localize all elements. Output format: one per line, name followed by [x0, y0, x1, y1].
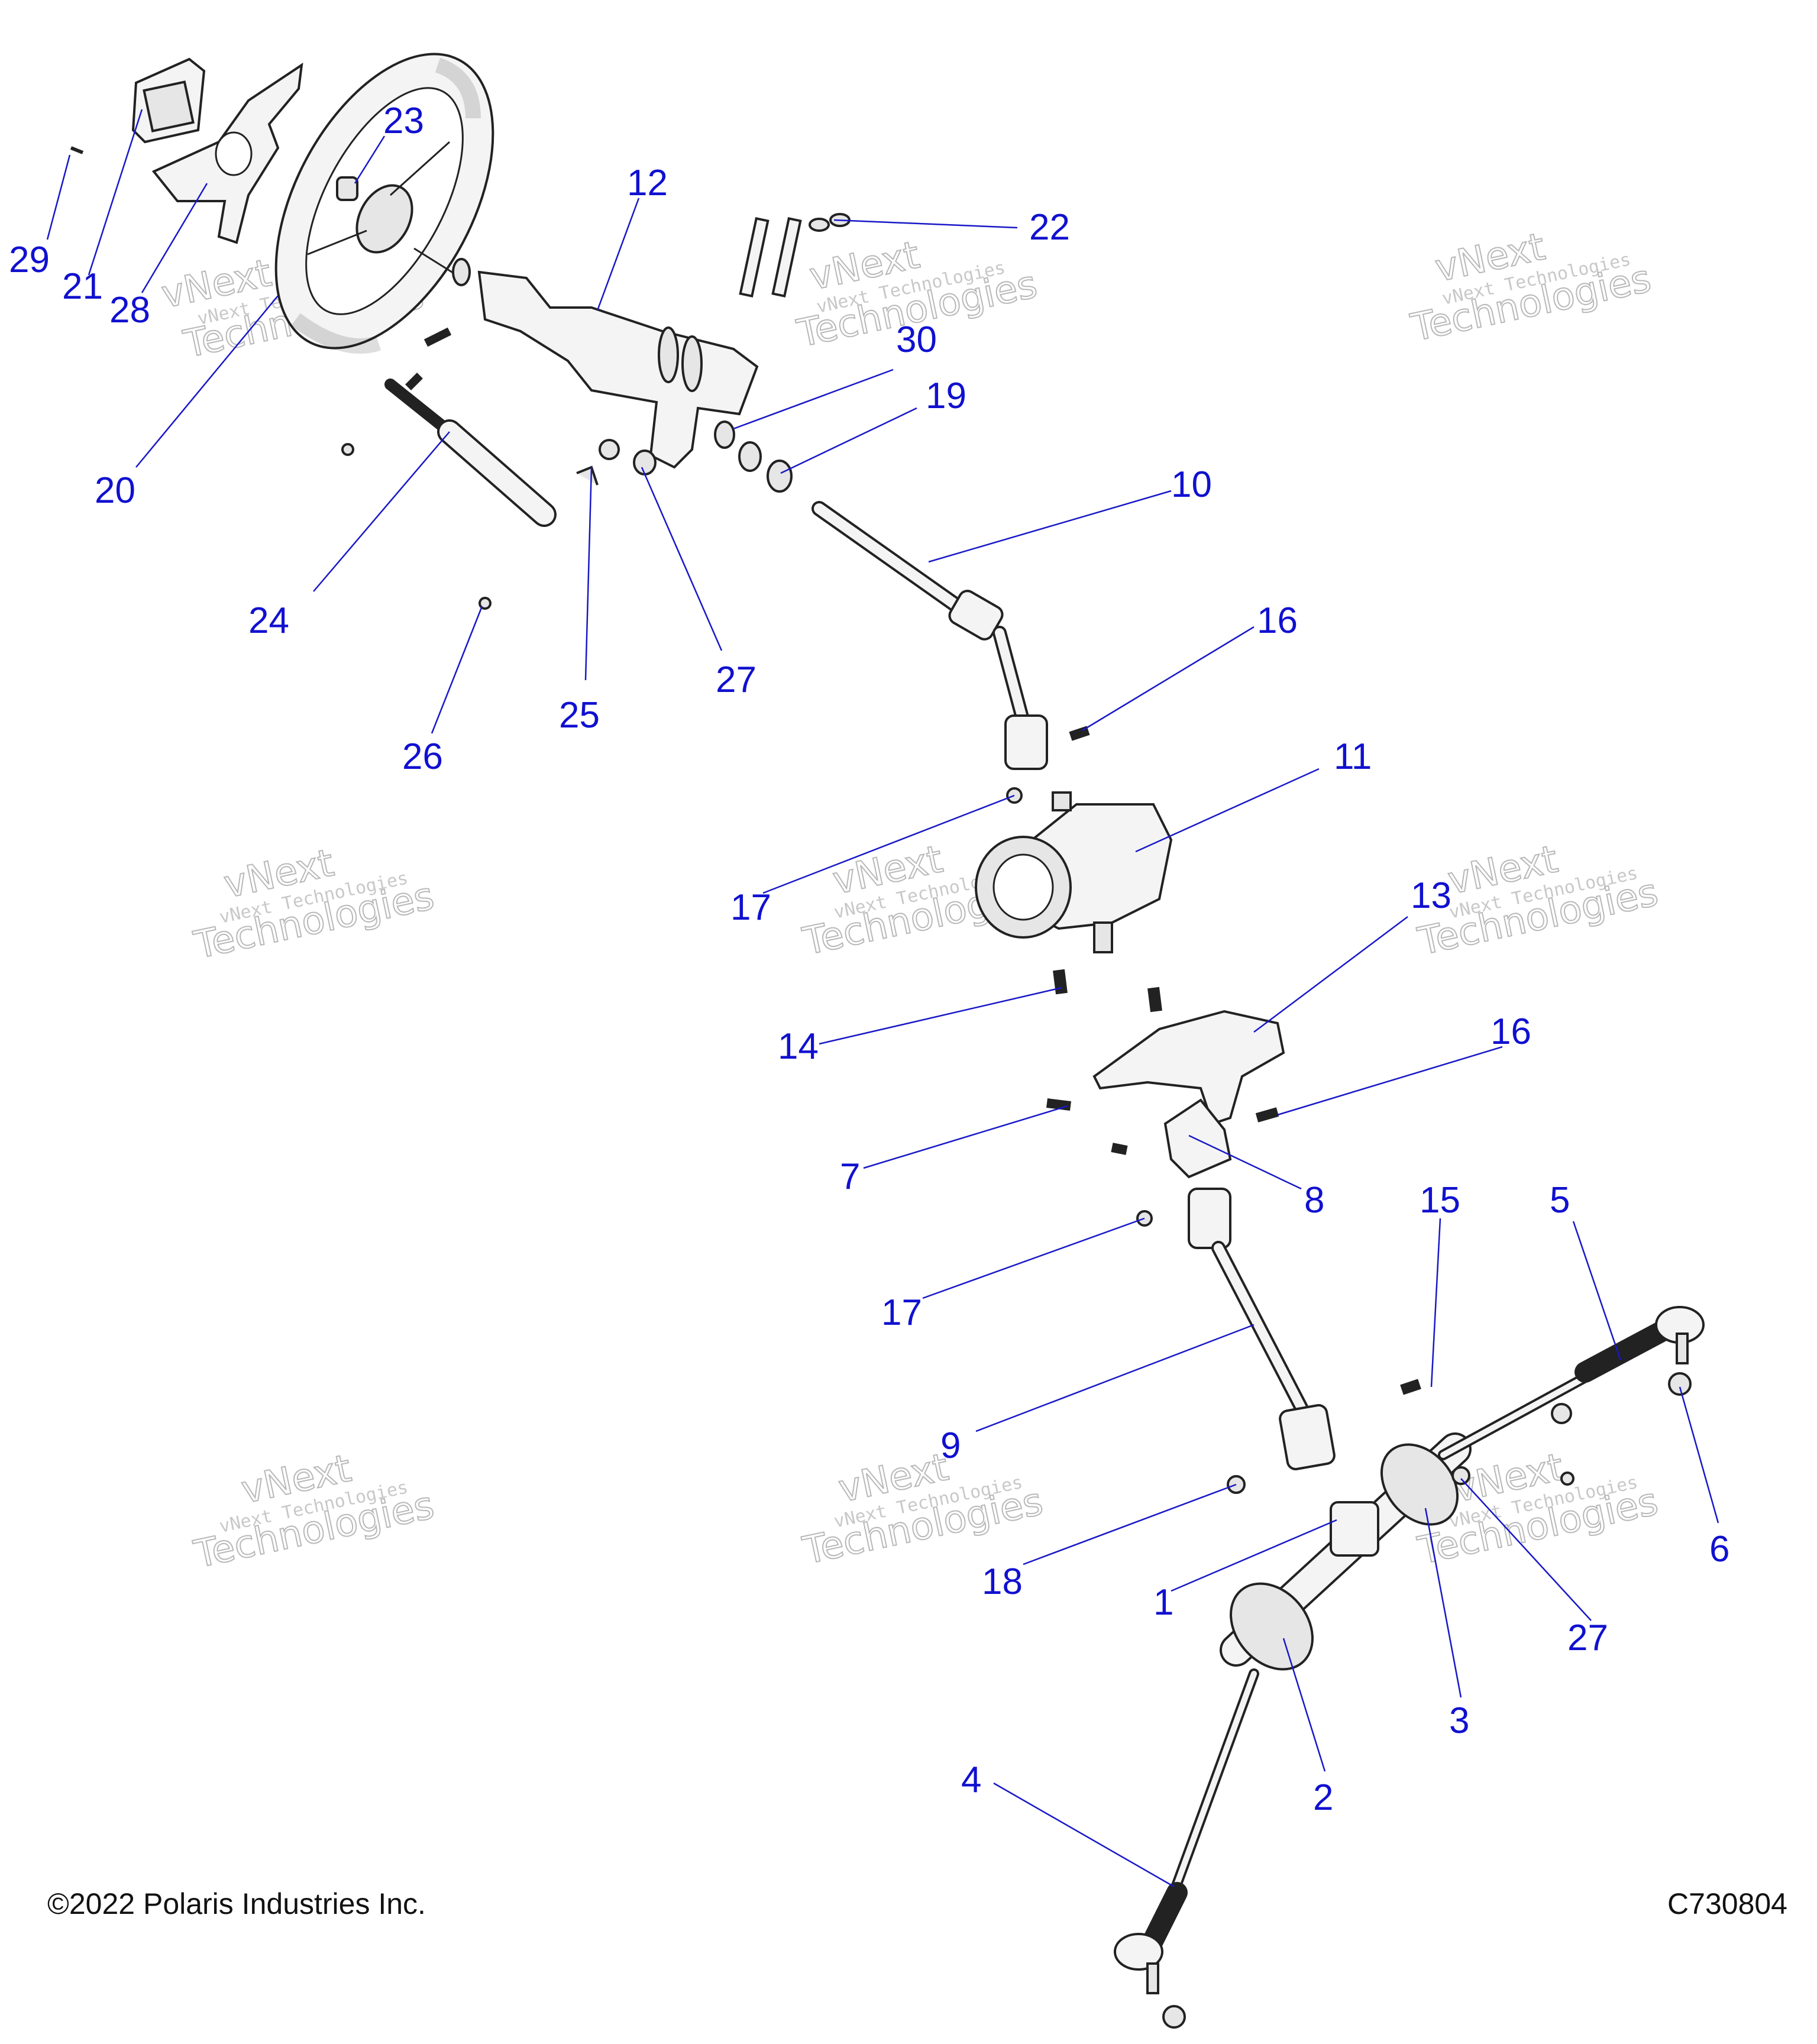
small-nut [599, 439, 620, 460]
tie-rod-right [1438, 1306, 1705, 1460]
callout-17-lower: 17 [881, 1292, 922, 1333]
bracket-plate [1163, 1098, 1232, 1179]
leader-lines [46, 109, 1719, 1888]
watermark-group: vNext vNext Technologies Technologies [190, 1446, 439, 1577]
callout-23: 23 [383, 101, 424, 141]
steering-wheel [274, 53, 494, 354]
callout-2: 2 [1313, 1777, 1333, 1818]
callout-8: 8 [1304, 1180, 1324, 1221]
callout-18: 18 [982, 1561, 1023, 1602]
callout-7: 7 [840, 1156, 860, 1197]
small-nut [479, 597, 492, 610]
callout-3: 3 [1449, 1700, 1469, 1741]
callout-6: 6 [1709, 1529, 1729, 1570]
callout-27-lower: 27 [1567, 1618, 1608, 1658]
column-bushing [452, 258, 471, 286]
bracket-bolt [1111, 1143, 1128, 1155]
callout-14: 14 [778, 1026, 819, 1067]
mount-bolt [1053, 969, 1068, 995]
watermark-group: vNext vNext Technologies Technologies [190, 840, 439, 968]
mount-bracket [151, 62, 303, 244]
power-steering-unit [975, 791, 1173, 953]
rack-bolt [1400, 1379, 1421, 1395]
column-bracket [477, 270, 759, 469]
callout-1: 1 [1153, 1582, 1173, 1623]
small-nut [633, 449, 657, 476]
bushing [714, 421, 735, 449]
flange-nut [1451, 1466, 1470, 1485]
callout-21: 21 [62, 266, 103, 307]
rack-bushing [1560, 1471, 1574, 1486]
bearing [767, 460, 793, 493]
callout-20: 20 [95, 470, 135, 511]
small-bolt [423, 327, 452, 347]
drawing-number: C730804 [1667, 1887, 1787, 1920]
callout-22: 22 [1029, 207, 1070, 248]
callout-17-upper: 17 [730, 887, 771, 928]
watermark-group: vNext vNext Technologies Technologies [798, 1445, 1047, 1574]
callout-19: 19 [926, 376, 966, 416]
pinch-bolt [1069, 726, 1090, 741]
bracket-bolt [1046, 1098, 1071, 1111]
callout-16-lower: 16 [1491, 1011, 1531, 1052]
inner-tie-rod-left [1114, 1668, 1259, 1994]
callout-15: 15 [1420, 1180, 1460, 1221]
bushing [738, 441, 762, 472]
copyright-text: ©2022 Polaris Industries Inc. [47, 1887, 426, 1920]
callout-28: 28 [109, 290, 150, 331]
hub-cap [336, 176, 358, 201]
callout-12: 12 [627, 163, 668, 203]
small-nut [341, 443, 354, 456]
callout-5: 5 [1550, 1180, 1570, 1221]
gas-strut [384, 373, 557, 527]
callout-25: 25 [559, 695, 600, 736]
callout-10: 10 [1171, 464, 1212, 505]
callout-26: 26 [402, 736, 443, 777]
upper-steering-shaft [811, 501, 1048, 770]
callout-16-upper: 16 [1257, 600, 1298, 641]
long-bolts [739, 213, 851, 298]
callout-11: 11 [1334, 736, 1372, 777]
steering-rack [1220, 1432, 1472, 1671]
cover-plate [131, 57, 206, 144]
lower-steering-shaft [1188, 1188, 1336, 1470]
rack-mount-bracket [1092, 1010, 1285, 1126]
rack-bushing [1551, 1403, 1572, 1424]
callout-30: 30 [896, 319, 937, 360]
callout-24: 24 [248, 600, 289, 641]
watermark-group: vNext vNext Technologies Technologies [1407, 224, 1656, 351]
callout-9: 9 [940, 1425, 961, 1466]
castle-nut [1162, 2005, 1186, 2029]
mount-bolt [1147, 987, 1162, 1013]
watermark-group: vNext vNext Technologies Technologies [793, 232, 1042, 357]
callout-4: 4 [961, 1760, 981, 1800]
callout-13: 13 [1411, 875, 1451, 916]
small-bolt [576, 465, 599, 486]
callout-29: 29 [9, 240, 50, 280]
small-screw [70, 146, 84, 154]
callout-labels: 1 2 3 4 5 6 7 8 9 10 11 12 13 14 15 16 1… [9, 101, 1729, 1818]
callout-27-upper: 27 [716, 659, 756, 700]
bracket-bolt [1255, 1107, 1279, 1123]
castle-nut [1668, 1372, 1692, 1396]
